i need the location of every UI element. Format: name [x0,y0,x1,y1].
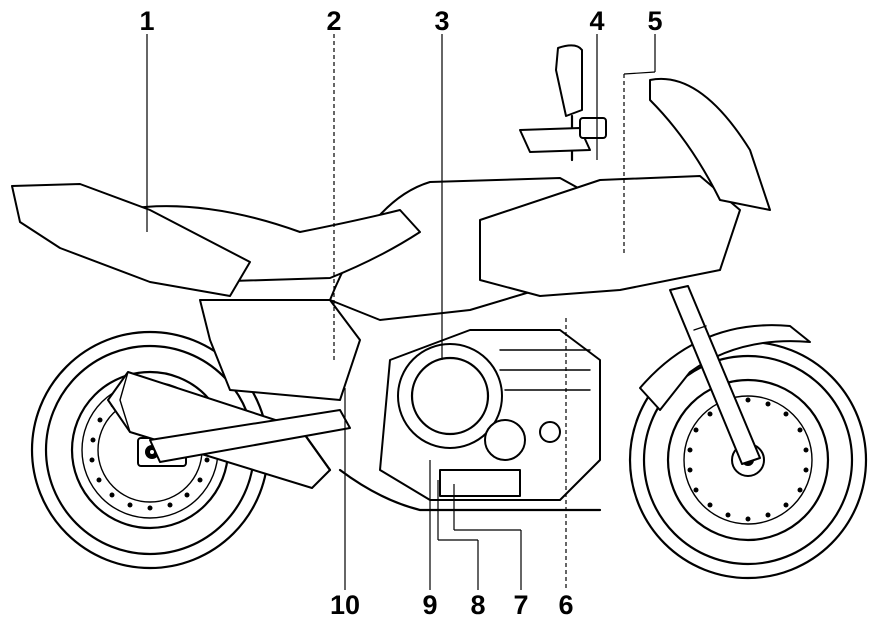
windscreen [649,77,771,211]
callout-4: 4 [589,6,604,36]
callout-2: 2 [326,6,341,36]
mirror-handlebar [519,44,607,162]
front-fairing [479,175,741,297]
engine [379,329,601,501]
leader-lines [146,34,656,590]
callout-1: 1 [139,6,154,36]
front-fork [669,285,761,465]
exhaust-pipe [338,468,602,512]
callout-10: 10 [330,590,360,620]
callout-5: 5 [647,6,662,36]
callouts-top: 1 2 3 4 5 [139,6,662,36]
swing-arm [149,409,351,463]
callout-9: 9 [422,590,437,620]
tail-cowl [11,183,251,297]
callout-3: 3 [434,6,449,36]
rear-subframe [199,299,361,401]
callout-8: 8 [470,590,485,620]
callouts-bottom: 10 9 8 7 6 [330,590,574,620]
callout-7: 7 [513,590,528,620]
callout-6: 6 [558,590,573,620]
